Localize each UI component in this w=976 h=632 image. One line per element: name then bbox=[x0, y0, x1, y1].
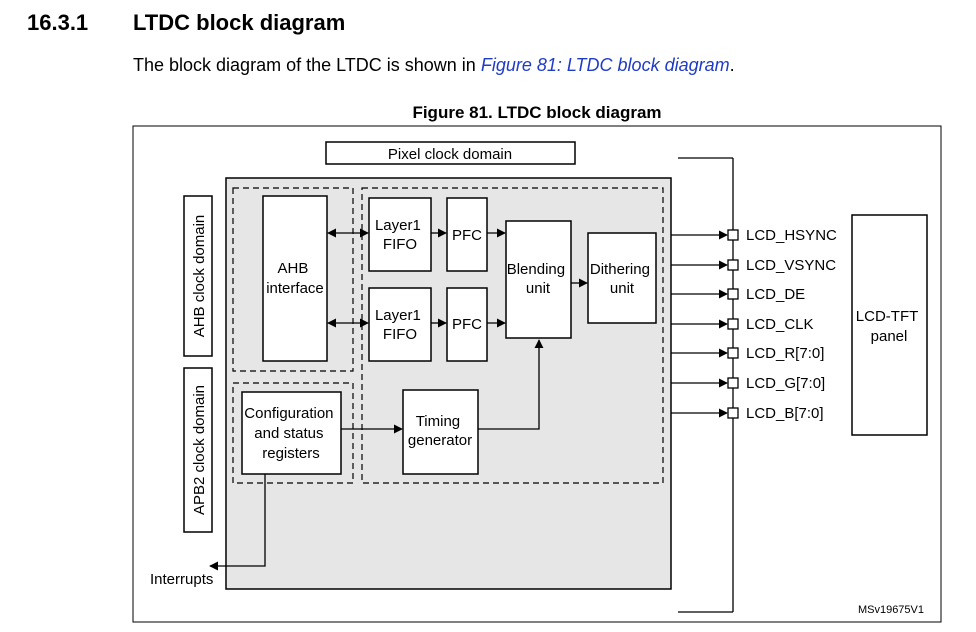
lcd-tft-panel-block bbox=[851, 214, 928, 436]
dithering-unit-label: Dithering unit bbox=[590, 261, 654, 297]
layer1-fifo-top-line-2: FIFO bbox=[383, 236, 417, 253]
signal-label-1: LCD_VSYNC bbox=[746, 257, 836, 274]
section-title: LTDC block diagram bbox=[133, 10, 346, 35]
layer1-fifo-top-label: Layer1 FIFO bbox=[375, 217, 425, 253]
config-registers-line-3: registers bbox=[262, 445, 320, 462]
figure-caption: Figure 81. LTDC block diagram bbox=[412, 103, 662, 122]
blending-unit-block bbox=[505, 220, 572, 339]
intro-period: . bbox=[729, 55, 735, 75]
ahb-clock-domain-box bbox=[183, 195, 213, 357]
blending-unit-label: Blending unit bbox=[507, 261, 570, 297]
signal-label-3: LCD_CLK bbox=[746, 316, 814, 333]
apb2-clock-domain-box bbox=[183, 367, 213, 533]
signal-pin-4 bbox=[727, 347, 739, 359]
pixel-clock-domain-box bbox=[325, 141, 576, 165]
ahb-clock-domain-label: AHB clock domain bbox=[191, 215, 208, 338]
dithering-unit-block bbox=[587, 232, 657, 324]
ahb-interface-line-1: AHB bbox=[277, 260, 308, 277]
config-registers-block bbox=[241, 391, 342, 475]
signal-pin-2 bbox=[727, 288, 739, 300]
figure-link[interactable]: Figure 81: LTDC block diagram bbox=[480, 55, 730, 75]
signal-pin-0 bbox=[727, 229, 739, 241]
section-number: 16.3.1 bbox=[27, 10, 89, 35]
timing-generator-line-1: Timing bbox=[416, 413, 460, 430]
ahb-interface-line-2: interface bbox=[266, 280, 324, 297]
timing-generator-line-2: generator bbox=[408, 432, 472, 449]
timing-generator-block bbox=[402, 389, 479, 475]
ahb-interface-label: AHB interface bbox=[266, 260, 324, 297]
ahb-interface-block bbox=[262, 195, 328, 362]
lcd-tft-panel-line-2: panel bbox=[871, 328, 908, 345]
signal-pin-6 bbox=[727, 407, 739, 419]
signal-label-6: LCD_B[7:0] bbox=[746, 405, 824, 422]
layer1-fifo-bottom-line-2: FIFO bbox=[383, 326, 417, 343]
intro-paragraph: The block diagram of the LTDC is shown i… bbox=[133, 55, 735, 76]
figure-id: MSv19675V1 bbox=[858, 604, 924, 616]
apb2-domain-region bbox=[232, 382, 354, 484]
intro-text: The block diagram of the LTDC is shown i… bbox=[133, 55, 481, 75]
config-registers-label: Configuration and status registers bbox=[244, 405, 337, 462]
timing-generator-label: Timing generator bbox=[408, 413, 472, 449]
layer1-fifo-top-line-1: Layer1 bbox=[375, 217, 421, 234]
config-registers-line-1: Configuration bbox=[244, 405, 333, 422]
pfc-top-label: PFC bbox=[452, 227, 482, 244]
config-registers-line-2: and status bbox=[254, 425, 323, 442]
dithering-unit-line-2: unit bbox=[610, 280, 635, 297]
ahb-domain-region bbox=[232, 187, 354, 372]
internal-connections bbox=[209, 228, 588, 571]
output-signals: LCD_HSYNC LCD_VSYNC LCD_DE LCD_CLK LCD_R[7:0… bbox=[671, 227, 837, 422]
pixel-clock-domain-label: Pixel clock domain bbox=[388, 146, 512, 163]
lcd-tft-panel-line-1: LCD-TFT bbox=[856, 308, 918, 325]
layer1-fifo-bottom-label: Layer1 FIFO bbox=[375, 307, 425, 343]
layer1-fifo-top-block bbox=[368, 197, 432, 272]
apb2-clock-domain-label: APB2 clock domain bbox=[191, 385, 208, 515]
signal-label-4: LCD_R[7:0] bbox=[746, 345, 824, 362]
pixel-domain-region bbox=[361, 187, 664, 484]
blending-unit-line-1: Blending bbox=[507, 261, 565, 278]
dithering-unit-line-1: Dithering bbox=[590, 261, 650, 278]
signal-pin-1 bbox=[727, 259, 739, 271]
pfc-top-block bbox=[446, 197, 488, 272]
signal-label-0: LCD_HSYNC bbox=[746, 227, 837, 244]
signal-pin-5 bbox=[727, 377, 739, 389]
lcd-tft-panel-label: LCD-TFT panel bbox=[856, 308, 922, 345]
pfc-bottom-block bbox=[446, 287, 488, 362]
signal-label-5: LCD_G[7:0] bbox=[746, 375, 825, 392]
signal-label-2: LCD_DE bbox=[746, 286, 805, 303]
blending-unit-line-2: unit bbox=[526, 280, 551, 297]
layer1-fifo-bottom-line-1: Layer1 bbox=[375, 307, 421, 324]
pfc-bottom-label: PFC bbox=[452, 316, 482, 333]
interrupts-label: Interrupts bbox=[150, 571, 213, 588]
signal-pin-3 bbox=[727, 318, 739, 330]
layer1-fifo-bottom-block bbox=[368, 287, 432, 362]
